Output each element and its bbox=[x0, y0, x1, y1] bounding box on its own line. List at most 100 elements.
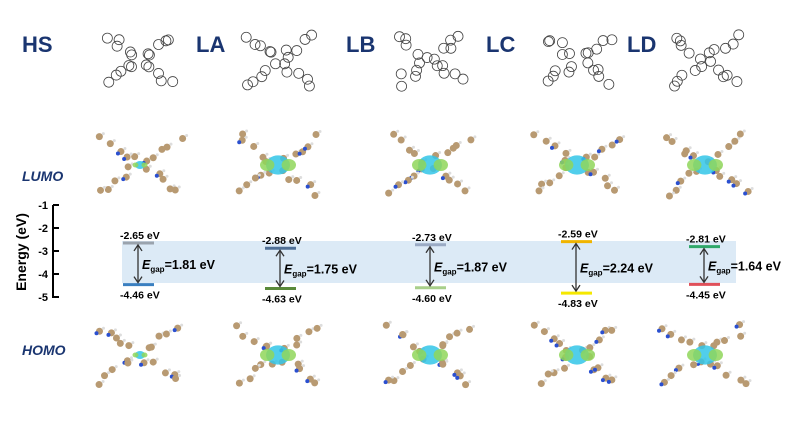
lumo-model-LB bbox=[448, 171, 452, 175]
homo-model-LC bbox=[561, 364, 569, 372]
structure-LB bbox=[449, 68, 461, 80]
structure-LB bbox=[394, 31, 405, 43]
homo-model-LA bbox=[305, 379, 310, 384]
lumo-model-LC bbox=[535, 187, 543, 195]
structure-LC bbox=[591, 43, 603, 55]
lumo-model-LC-orbital bbox=[565, 155, 589, 175]
structure-LC bbox=[542, 75, 554, 87]
lumo-model-LC bbox=[588, 152, 592, 156]
y-axis-label: Energy (eV) bbox=[13, 213, 29, 291]
structure-HS bbox=[110, 69, 122, 81]
homo-model-LC bbox=[594, 339, 599, 344]
homo-model-LC bbox=[601, 335, 605, 339]
lumo-model-LC bbox=[541, 186, 545, 190]
lumo-model-LB bbox=[410, 149, 418, 157]
lumo-model-LB bbox=[385, 189, 393, 197]
lumo-model-LC bbox=[601, 174, 609, 182]
lumo-model-HS-orbital bbox=[141, 162, 148, 168]
lumo-model-LD bbox=[671, 191, 675, 195]
lumo-model-LC bbox=[546, 179, 554, 187]
structure-LA bbox=[291, 45, 303, 56]
lumo-model-LD bbox=[669, 133, 673, 137]
structure-LC bbox=[544, 35, 556, 47]
homo-label: HOMO bbox=[22, 342, 66, 358]
structure-LB bbox=[396, 80, 407, 92]
homo-model-LA bbox=[241, 378, 245, 382]
homo-model-LB bbox=[459, 368, 463, 372]
lumo-model-LB bbox=[403, 135, 407, 139]
homo-model-HS bbox=[180, 323, 184, 327]
lumo-model-LC bbox=[548, 136, 552, 140]
homo-value: -4.63 eV bbox=[262, 293, 302, 305]
lumo-model-HS bbox=[148, 164, 152, 168]
lumo-model-LD bbox=[685, 169, 693, 177]
homo-value: -4.46 eV bbox=[120, 290, 160, 302]
homo-model-LD bbox=[719, 361, 723, 365]
homo-model-LA bbox=[313, 324, 321, 332]
structure-LC bbox=[593, 71, 605, 82]
lumo-model-LD bbox=[714, 150, 722, 158]
lumo-model-HS bbox=[163, 143, 171, 151]
lumo-model-LD bbox=[731, 137, 739, 145]
homo-model-LC bbox=[608, 326, 616, 334]
homo-model-LD bbox=[722, 371, 730, 379]
lumo-model-LC bbox=[530, 131, 538, 139]
lumo-model-HS bbox=[155, 153, 159, 157]
lumo-model-LD bbox=[688, 155, 693, 160]
lumo-model-HS bbox=[117, 176, 121, 180]
structure-LC bbox=[557, 37, 568, 49]
lumo-model-HS bbox=[104, 185, 112, 193]
homo-model-LA bbox=[261, 346, 266, 351]
structure-LD bbox=[708, 44, 720, 55]
structure-LA bbox=[293, 67, 305, 79]
structure-LC bbox=[556, 49, 568, 60]
lumo-model-LB bbox=[461, 187, 469, 195]
homo-model-LD bbox=[737, 332, 745, 340]
lumo-model-LA bbox=[312, 130, 320, 138]
homo-model-LD bbox=[713, 338, 721, 346]
lumo-model-LA bbox=[263, 170, 267, 174]
lumo-model-HS bbox=[101, 132, 105, 136]
structure-LB bbox=[438, 67, 450, 79]
lumo-model-LC bbox=[610, 186, 618, 194]
homo-model-HS bbox=[155, 357, 159, 361]
homo-model-LC bbox=[537, 380, 545, 388]
homo-model-LB bbox=[445, 340, 449, 344]
structure-LA bbox=[247, 76, 259, 88]
structure-LB bbox=[421, 52, 433, 63]
structure-LC bbox=[566, 61, 577, 73]
label-LA: LA bbox=[196, 32, 226, 57]
homo-model-HS bbox=[106, 332, 111, 337]
homo-model-LD bbox=[677, 336, 685, 344]
homo-model-LD bbox=[659, 382, 664, 387]
lumo-model-LC bbox=[597, 152, 601, 156]
structure-LD bbox=[713, 64, 724, 76]
lumo-model-LD bbox=[678, 185, 682, 189]
lumo-model-LD bbox=[683, 176, 687, 180]
lumo-model-LC bbox=[607, 173, 611, 177]
structure-LD bbox=[696, 61, 708, 72]
homo-model-LA bbox=[311, 379, 319, 387]
homo-model-LB bbox=[472, 324, 476, 328]
structure-LC bbox=[606, 34, 618, 46]
homo-model-LC bbox=[614, 375, 618, 379]
lumo-model-LB bbox=[403, 180, 408, 185]
lumo-model-HS bbox=[124, 163, 132, 171]
homo-model-HS bbox=[113, 328, 117, 332]
label-LD: LD bbox=[627, 32, 657, 57]
structure-LB bbox=[411, 64, 422, 76]
lumo-model-HS bbox=[137, 152, 141, 156]
structure-HS bbox=[103, 76, 115, 88]
lumo-model-LD bbox=[663, 134, 671, 142]
lumo-model-LD-orbital bbox=[687, 159, 702, 171]
lumo-model-LB-orbital bbox=[418, 155, 442, 175]
lumo-model-HS bbox=[97, 186, 105, 194]
lumo-model-LA bbox=[292, 150, 300, 158]
lumo-model-LB bbox=[416, 171, 420, 175]
structure-LA bbox=[282, 51, 294, 63]
lumo-model-HS bbox=[121, 177, 126, 182]
homo-model-HS bbox=[107, 371, 111, 375]
lumo-model-LB bbox=[393, 184, 398, 189]
structure-LC bbox=[564, 48, 575, 59]
